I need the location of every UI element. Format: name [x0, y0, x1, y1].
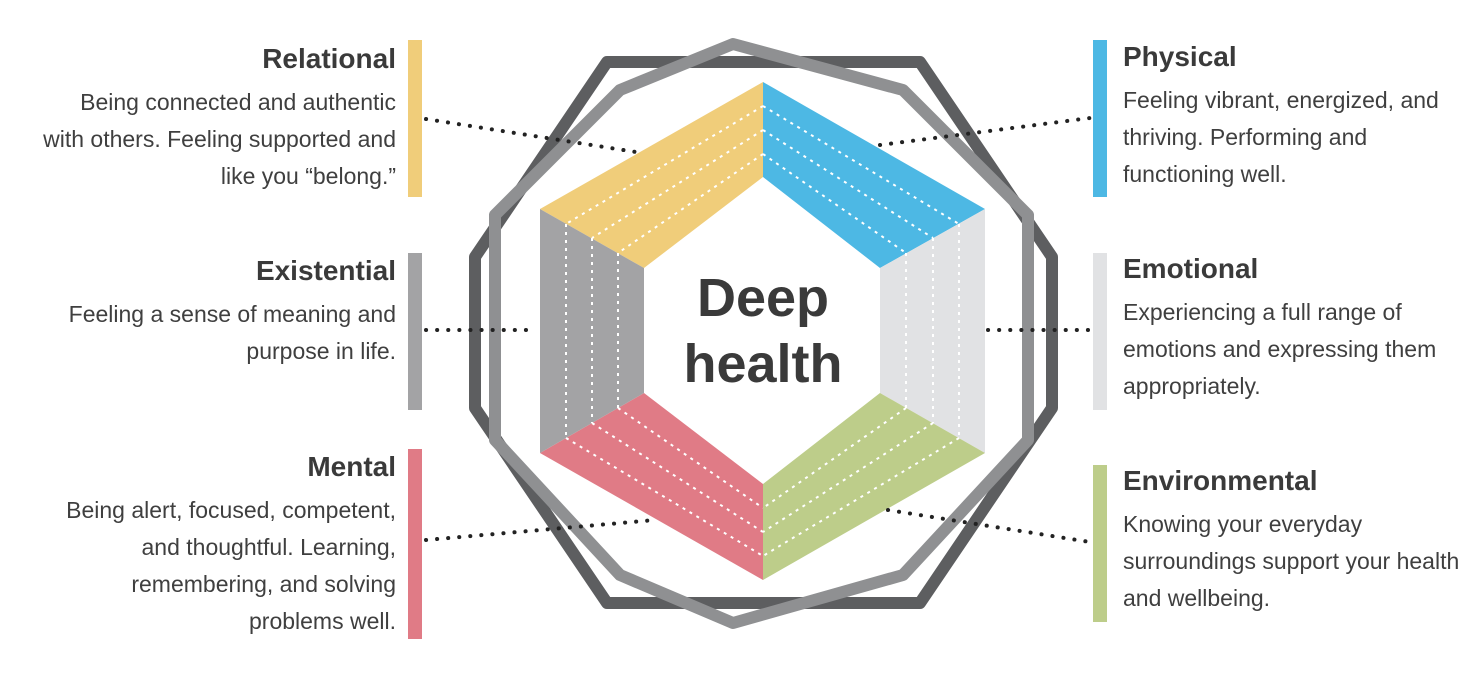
mental-color-bar: [408, 449, 422, 639]
leader-lines: [424, 116, 1092, 544]
physical-color-bar: [1093, 40, 1107, 197]
relational-title: Relational: [262, 43, 396, 74]
segment-stripes: [565, 105, 960, 557]
segment-physical: [763, 82, 985, 268]
leader-mental: [424, 518, 657, 542]
physical-title: Physical: [1123, 41, 1237, 72]
segment-environmental: [763, 393, 985, 580]
leader-physical: [878, 116, 1092, 147]
outer-octagon-light: [489, 38, 1034, 629]
existential-block: Existential Feeling a sense of meaning a…: [36, 254, 396, 370]
environmental-description: Knowing your everyday surroundings suppo…: [1123, 511, 1460, 611]
environmental-block: Environmental Knowing your everyday surr…: [1123, 464, 1472, 617]
emotional-color-bar: [1093, 253, 1107, 410]
existential-color-bar: [408, 253, 422, 410]
mental-block: Mental Being alert, focused, competent, …: [36, 450, 396, 640]
center-title-line2: health: [683, 334, 842, 394]
leader-environmental: [886, 508, 1092, 544]
segment-mental: [540, 393, 763, 580]
relational-description: Being connected and authentic with other…: [43, 89, 396, 189]
emotional-description: Experiencing a full range of emotions an…: [1123, 299, 1437, 399]
existential-description: Feeling a sense of meaning and purpose i…: [68, 301, 396, 364]
existential-title: Existential: [255, 255, 396, 286]
relational-block: Relational Being connected and authentic…: [36, 42, 396, 195]
center-title-line1: Deep: [697, 268, 829, 328]
mental-description: Being alert, focused, competent, and tho…: [66, 497, 396, 634]
mental-title: Mental: [307, 451, 396, 482]
physical-description: Feeling vibrant, energized, and thriving…: [1123, 87, 1439, 187]
environmental-color-bar: [1093, 465, 1107, 622]
emotional-block: Emotional Experiencing a full range of e…: [1123, 252, 1472, 405]
outer-octagon-dark: [469, 56, 1058, 609]
leader-relational: [424, 117, 638, 154]
relational-color-bar: [408, 40, 422, 197]
physical-block: Physical Feeling vibrant, energized, and…: [1123, 40, 1472, 193]
environmental-title: Environmental: [1123, 465, 1318, 496]
hexagon-ring: [540, 82, 985, 580]
segment-relational: [540, 82, 763, 268]
emotional-title: Emotional: [1123, 253, 1259, 284]
